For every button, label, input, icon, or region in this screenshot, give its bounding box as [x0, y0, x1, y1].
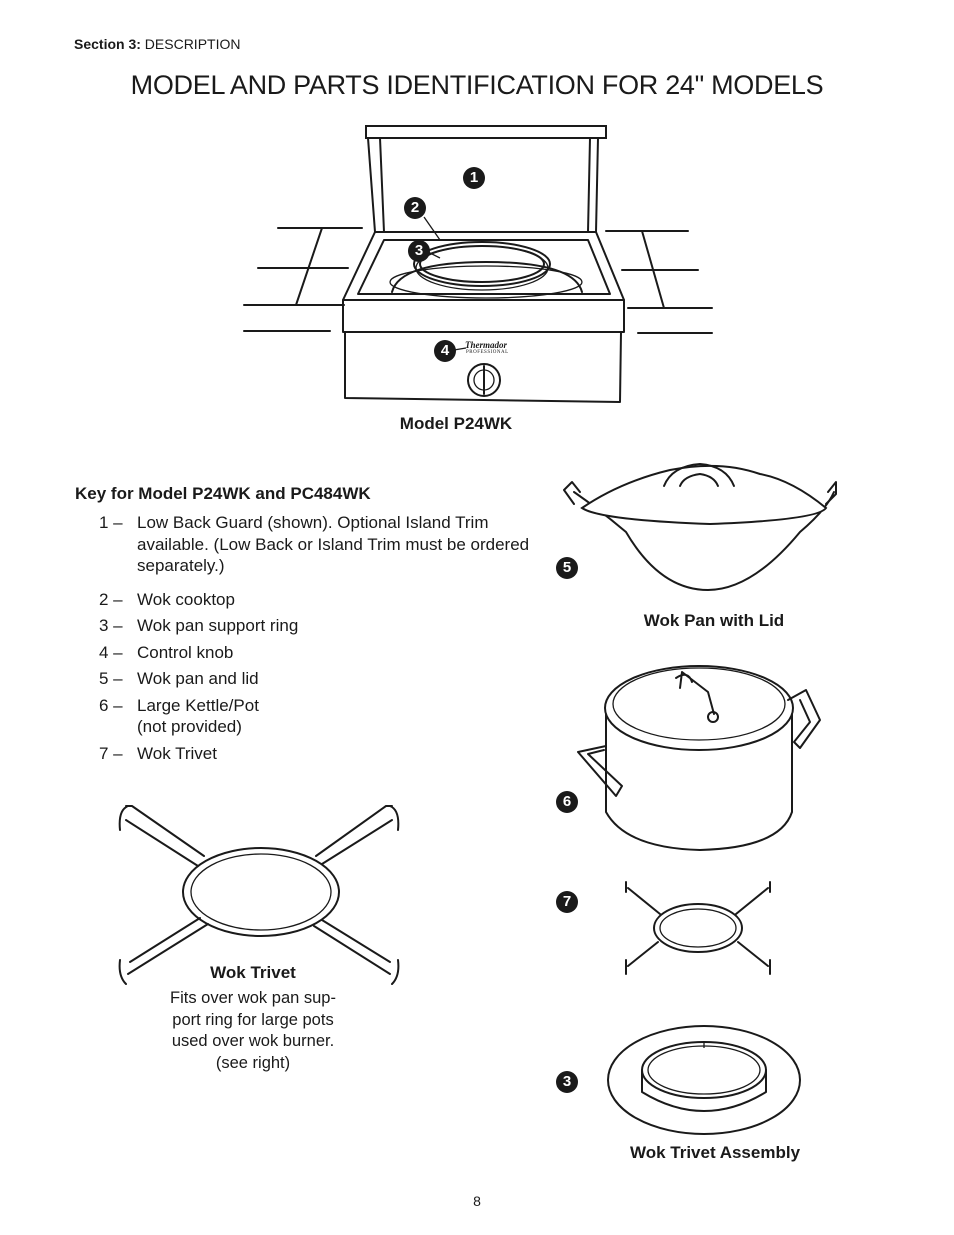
badge-5: 5: [556, 557, 578, 579]
trivet-description: Fits over wok pan sup- port ring for lar…: [150, 988, 356, 1074]
key-item: 1 –Low Back Guard (shown). Optional Isla…: [99, 513, 530, 575]
trivet-line: port ring for large pots: [172, 1010, 334, 1029]
key-item: 3 –Wok pan support ring: [99, 616, 299, 635]
section-header: Section 3: DESCRIPTION: [74, 36, 240, 52]
key-item: 2 –Wok cooktop: [99, 589, 235, 609]
wok-pan-caption: Wok Pan with Lid: [643, 611, 785, 630]
key-item: 6 –Large Kettle/Pot (not provided): [99, 695, 259, 737]
key-item: 7 –Wok Trivet: [99, 743, 217, 763]
section-name: DESCRIPTION: [144, 36, 241, 52]
brand-sub: PROFESSIONAL: [466, 350, 509, 355]
badge-7: 7: [556, 891, 578, 913]
key-item: 5 –Wok pan and lid: [99, 669, 259, 688]
callout-badge-1: 1: [463, 167, 485, 189]
callout-badge-4: 4: [434, 340, 456, 362]
trivet-line: (see right): [215, 1053, 291, 1072]
callout-badge-2: 2: [404, 197, 426, 219]
badge-3: 3: [556, 1071, 578, 1093]
page-title: MODEL AND PARTS IDENTIFICATION FOR 24" M…: [130, 70, 824, 100]
section-label: Section 3:: [74, 36, 141, 52]
key-list: 1 –Low Back Guard (shown). Optional Isla…: [99, 512, 539, 769]
trivet-line: Fits over wok pan sup-: [170, 989, 336, 1007]
brand-logo: Thermador: [465, 340, 508, 350]
trivet-line: used over wok burner.: [171, 1032, 335, 1050]
trivet-title: Wok Trivet: [210, 963, 296, 982]
assembly-caption: Wok Trivet Assembly: [629, 1143, 801, 1162]
key-item: 4 –Control knob: [99, 642, 234, 662]
key-title: Key for Model P24WK and PC484WK: [75, 484, 371, 503]
callout-badge-3: 3: [408, 240, 430, 262]
model-caption: Model P24WK: [399, 414, 513, 433]
page-number: 8: [473, 1193, 481, 1209]
badge-6: 6: [556, 791, 578, 813]
